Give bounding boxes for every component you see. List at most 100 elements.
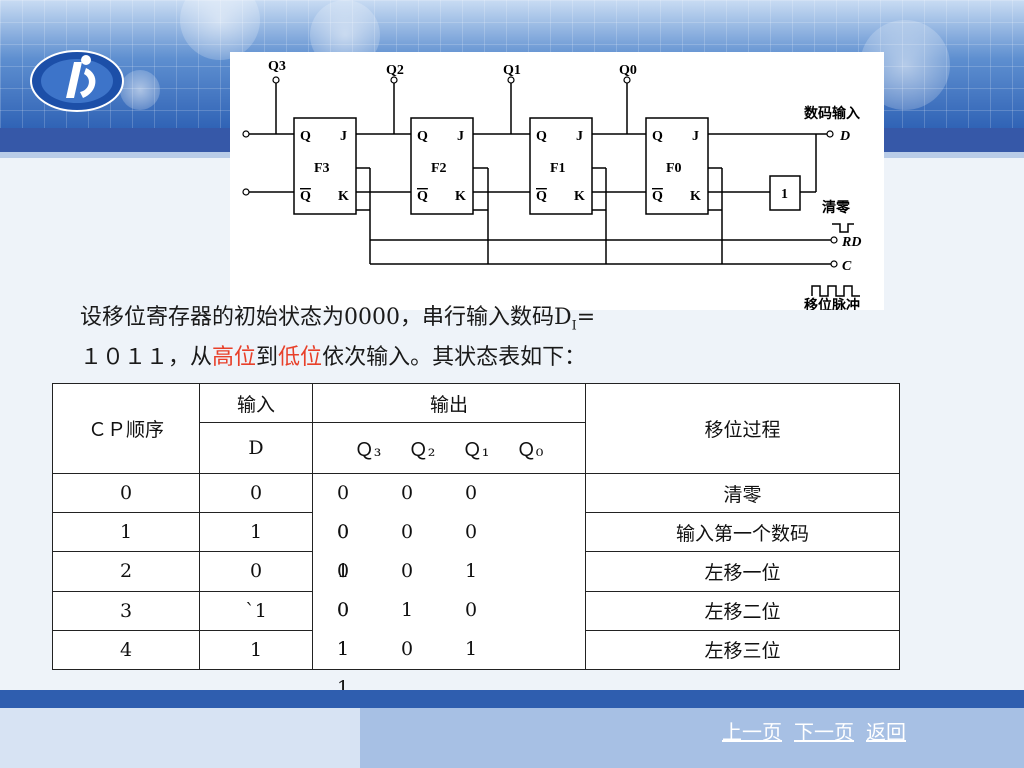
- process-header: 移位过程: [585, 383, 900, 474]
- reset-pin: RD: [841, 235, 861, 250]
- intro-line-1-text: 设移位寄存器的初始状态为0000，串行输入数码D: [80, 305, 572, 330]
- ff2-q: Q: [417, 129, 428, 144]
- ff2-qbar: Q: [417, 189, 428, 204]
- q0-val: 1: [337, 560, 350, 582]
- data-input-label: 数码输入: [804, 105, 860, 122]
- process-cell: 输入第一个数码: [585, 512, 900, 553]
- slide-nav: 上一页下一页返回: [722, 716, 918, 745]
- ff0-j: J: [692, 129, 699, 144]
- ff3-j: J: [340, 129, 347, 144]
- ff0-label: F0: [666, 161, 682, 176]
- process-cell: 左移三位: [585, 629, 900, 671]
- ff2-j: J: [457, 129, 464, 144]
- d-cell: 1: [199, 512, 313, 553]
- output-values: 0 0 0 0 0 0 0 1 0 0 1 0 0 1 0 1 1 0 1 1: [312, 473, 586, 699]
- cp-cell: 0: [52, 472, 200, 514]
- cp-cell: 3: [52, 590, 200, 631]
- q2-val: 1: [401, 599, 414, 621]
- label-q2: Q2: [386, 63, 404, 78]
- ff2-label: F2: [431, 161, 447, 176]
- shift-register-circuit-diagram: Q3 Q2 Q1 Q0 Q J F3 Q K Q J F2 Q K Q J F1…: [230, 52, 884, 310]
- label-q3: Q3: [268, 59, 286, 74]
- cp-cell: 4: [52, 629, 200, 671]
- intro-line-2-pre: １０１１，从: [80, 345, 213, 371]
- intro-to: 到: [256, 345, 279, 371]
- output-row: 0 0 1 0: [337, 552, 585, 621]
- q1-header: Ｑ₁: [462, 438, 490, 461]
- ff3-qbar: Q: [300, 189, 311, 204]
- intro-text: 设移位寄存器的初始状态为0000，串行输入数码DI= １０１１，从高位到低位依次…: [80, 302, 740, 374]
- footer-stripe: [0, 690, 1024, 710]
- ff1-q: Q: [536, 129, 547, 144]
- q3-val: 1: [337, 638, 350, 660]
- cp-cell: 2: [52, 551, 200, 592]
- logo-icon: [30, 50, 124, 112]
- ff1-qbar: Q: [536, 189, 547, 204]
- q3-val: 0: [337, 521, 350, 543]
- ff1-k: K: [574, 189, 585, 204]
- process-cell: 清零: [585, 472, 900, 514]
- data-input-pin: D: [839, 129, 850, 144]
- inverter-label: 1: [781, 187, 788, 202]
- cp-cell: 1: [52, 512, 200, 553]
- d-cell: 0: [199, 472, 313, 514]
- q0-val: 0: [337, 521, 350, 543]
- ff0-qbar: Q: [652, 189, 663, 204]
- output-header: 输出: [312, 383, 586, 423]
- d-cell: 0: [199, 551, 313, 592]
- clear-label: 清零: [822, 199, 851, 216]
- ff0-q: Q: [652, 129, 663, 144]
- ff3-q: Q: [300, 129, 311, 144]
- shift-pulse-label: 移位脉冲: [804, 297, 860, 310]
- back-link[interactable]: 返回: [866, 720, 906, 744]
- q0-val: 0: [337, 599, 350, 621]
- clock-pin: C: [842, 259, 852, 274]
- q1-val: 1: [465, 638, 478, 660]
- process-cell: 左移二位: [585, 590, 900, 631]
- cp-header: ＣＰ顺序: [52, 383, 200, 474]
- input-header: 输入: [199, 383, 313, 423]
- next-page-link[interactable]: 下一页: [794, 720, 854, 744]
- process-cell: 左移一位: [585, 551, 900, 592]
- q2-val: 0: [401, 560, 414, 582]
- q1-val: 1: [465, 560, 478, 582]
- ff1-j: J: [576, 129, 583, 144]
- q2-val: 0: [401, 482, 414, 504]
- q1-val: 0: [465, 599, 478, 621]
- q3-val: 0: [337, 599, 350, 621]
- prev-page-link[interactable]: 上一页: [722, 720, 782, 744]
- label-q1: Q1: [503, 63, 521, 78]
- output-sub-header: Ｑ₃ Ｑ₂ Ｑ₁ Ｑ₀: [312, 422, 586, 474]
- highlight-high: 高位: [212, 345, 257, 371]
- footer-panel: [360, 708, 1024, 768]
- highlight-low: 低位: [278, 345, 323, 371]
- d-cell: `1: [199, 590, 313, 631]
- subscript-i: I: [571, 318, 577, 334]
- ff1-label: F1: [550, 161, 566, 176]
- label-q0: Q0: [619, 63, 637, 78]
- q2-val: 0: [401, 638, 414, 660]
- q0-val: 1: [337, 638, 350, 660]
- intro-line-1: 设移位寄存器的初始状态为0000，串行输入数码DI=: [80, 302, 740, 342]
- q1-val: 0: [465, 482, 478, 504]
- q2-header: Ｑ₂: [408, 438, 436, 461]
- output-row: 0 0 0 1: [337, 513, 585, 582]
- footer: [0, 708, 1024, 768]
- ff3-k: K: [338, 189, 349, 204]
- q1-val: 0: [465, 521, 478, 543]
- decor-circle: [120, 70, 160, 110]
- q3-val: 0: [337, 482, 350, 504]
- intro-line-2-post: 依次输入。其状态表如下：: [322, 345, 587, 371]
- output-row: 0 0 0 0: [337, 474, 585, 543]
- d-cell: 1: [199, 629, 313, 671]
- intro-line-1-end: =: [576, 305, 596, 330]
- q0-header: Ｑ₀: [516, 438, 544, 461]
- ff0-k: K: [690, 189, 701, 204]
- intro-line-2: １０１１，从高位到低位依次输入。其状态表如下：: [80, 342, 740, 374]
- output-row: 0 1 0 1: [337, 591, 585, 660]
- q2-val: 0: [401, 521, 414, 543]
- ff3-label: F3: [314, 161, 330, 176]
- q3-header: Ｑ₃: [354, 438, 382, 461]
